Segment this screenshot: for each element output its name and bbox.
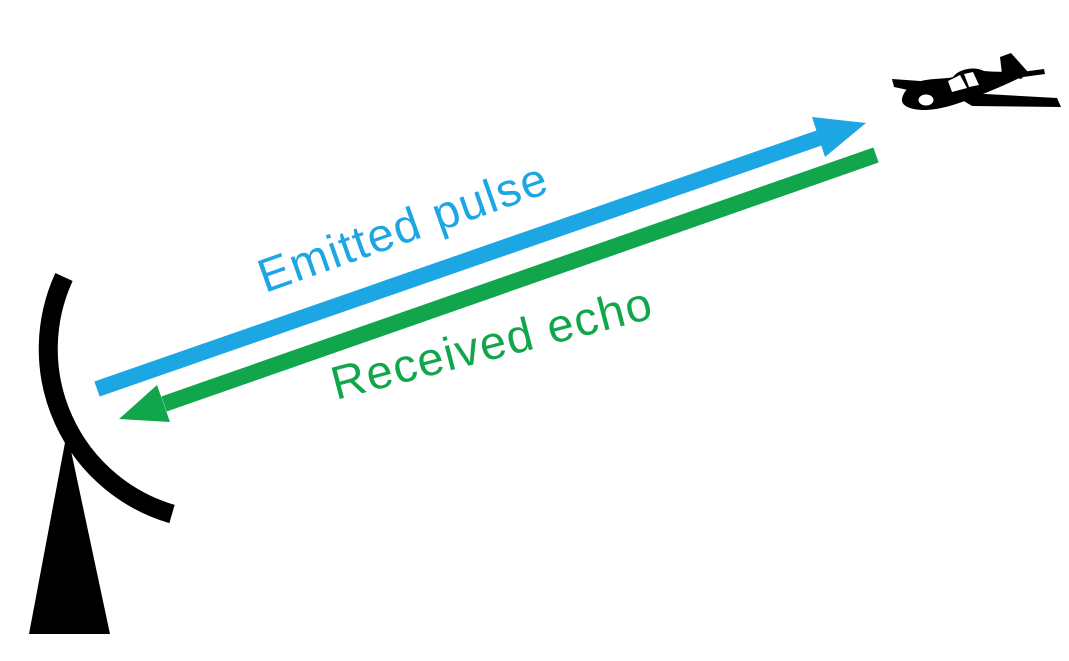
radar-dish-icon bbox=[29, 273, 175, 634]
received-echo-arrowhead bbox=[119, 385, 170, 422]
airplane-near-wing bbox=[949, 92, 1061, 107]
emitted-pulse-arrow bbox=[94, 117, 866, 397]
received-echo-arrow bbox=[119, 147, 879, 422]
airplane-icon bbox=[892, 53, 1061, 110]
emitted-pulse-shaft bbox=[94, 130, 822, 397]
radar-tower bbox=[29, 432, 110, 634]
emitted-pulse-arrowhead bbox=[812, 117, 866, 157]
received-echo-shaft bbox=[161, 147, 879, 412]
radar-dish-arc bbox=[38, 273, 175, 524]
airplane-windshield bbox=[948, 75, 967, 92]
airplane-side-window bbox=[964, 72, 979, 87]
airplane-engine-cowl bbox=[918, 94, 934, 106]
